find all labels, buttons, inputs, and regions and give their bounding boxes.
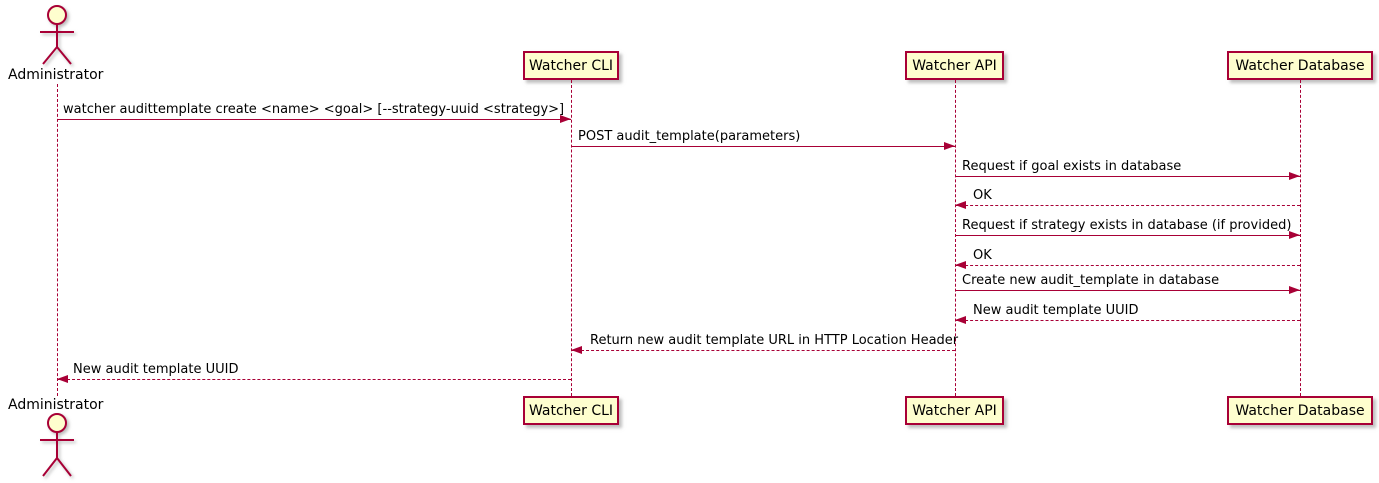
arrowhead-icon	[944, 142, 955, 150]
message-9-line	[571, 350, 955, 351]
arrowhead-icon	[1289, 172, 1300, 180]
message-10-line	[57, 379, 571, 380]
message-1-label: watcher audittemplate create <name> <goa…	[63, 102, 565, 117]
arrowhead-icon	[571, 346, 582, 354]
message-8-line	[955, 320, 1300, 321]
message-4-label: OK	[973, 188, 992, 203]
message-4-line	[955, 205, 1300, 206]
lifeline-watcher-database	[1300, 80, 1301, 396]
message-9-label: Return new audit template URL in HTTP Lo…	[590, 333, 959, 348]
arrowhead-icon	[955, 201, 966, 209]
message-2-line	[571, 146, 955, 147]
participant-watcher-database-bottom: Watcher Database	[1227, 396, 1373, 425]
actor-administrator-bottom-label: Administrator	[8, 397, 104, 413]
arrowhead-icon	[57, 375, 68, 383]
message-6-label: OK	[973, 248, 992, 263]
arrowhead-icon	[955, 316, 966, 324]
message-3-label: Request if goal exists in database	[962, 159, 1182, 174]
message-3-line	[955, 176, 1300, 177]
message-7-line	[955, 290, 1300, 291]
actor-administrator-top-label: Administrator	[8, 67, 104, 83]
message-2-label: POST audit_template(parameters)	[578, 129, 801, 144]
participant-watcher-api-bottom: Watcher API	[905, 396, 1004, 425]
arrowhead-icon	[1289, 286, 1300, 294]
participant-watcher-cli-bottom: Watcher CLI	[523, 396, 619, 425]
lifeline-watcher-api	[955, 80, 956, 396]
arrowhead-icon	[560, 115, 571, 123]
message-6-line	[955, 265, 1300, 266]
participant-watcher-database-top: Watcher Database	[1227, 51, 1373, 80]
actor-icon	[40, 5, 74, 65]
lifeline-administrator	[57, 84, 58, 396]
lifeline-watcher-cli	[571, 80, 572, 396]
message-8-label: New audit template UUID	[973, 303, 1139, 318]
message-1-line	[57, 119, 571, 120]
message-7-label: Create new audit_template in database	[962, 273, 1220, 288]
message-5-label: Request if strategy exists in database (…	[962, 218, 1292, 233]
participant-watcher-cli-top: Watcher CLI	[523, 51, 619, 80]
message-10-label: New audit template UUID	[73, 362, 239, 377]
arrowhead-icon	[1289, 231, 1300, 239]
message-5-line	[955, 235, 1300, 236]
actor-icon	[40, 413, 74, 477]
arrowhead-icon	[955, 261, 966, 269]
participant-watcher-api-top: Watcher API	[905, 51, 1004, 80]
